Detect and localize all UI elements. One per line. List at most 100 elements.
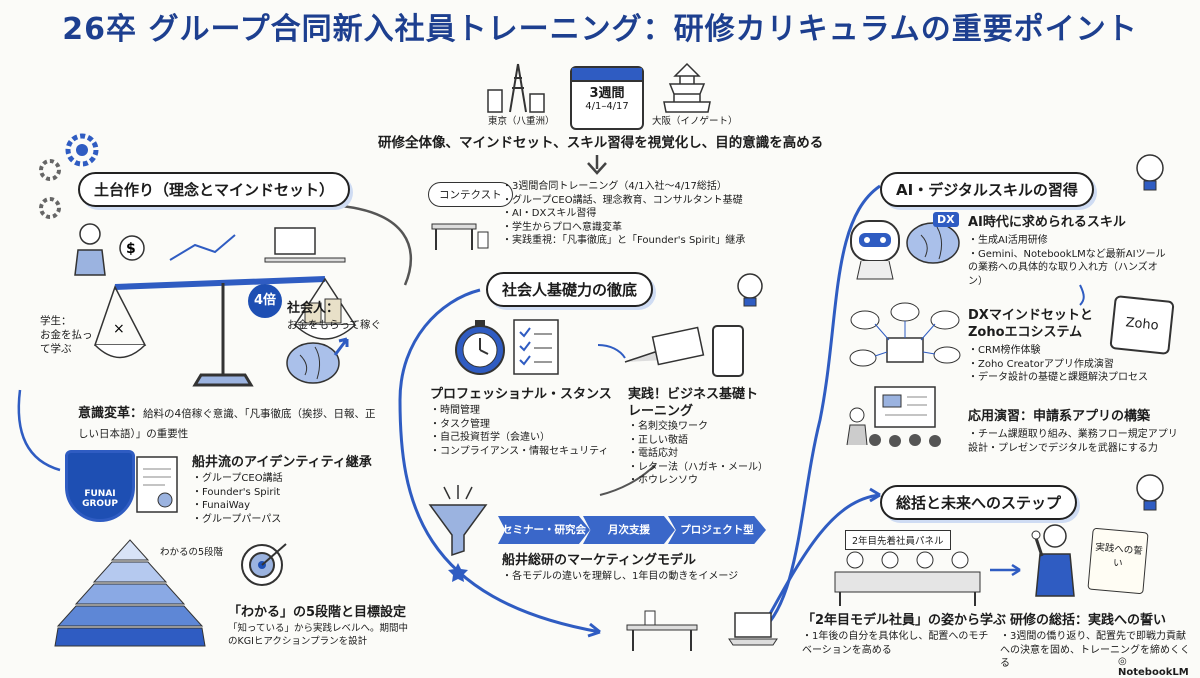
ai-header: AI・デジタルスキルの習得: [880, 172, 1094, 207]
weeks-label: 3週間: [589, 86, 625, 101]
footer-text: NotebookLM: [1118, 667, 1189, 678]
app-title: 応用演習：申請系アプリの構築: [968, 409, 1151, 424]
vow-person-icon: [1031, 524, 1075, 597]
panel-list: 1年後の自分を具体化し、配置へのモチベーションを高める: [802, 630, 992, 657]
identity-item: グループパーパス: [192, 513, 283, 527]
pro-item: タスク管理: [430, 418, 609, 432]
student-text: 学生： お金を払って学ぶ: [40, 315, 93, 355]
skills-title: AI時代に求められるスキル: [968, 215, 1126, 230]
osaka-label: 大阪（イノゲート）: [652, 116, 738, 127]
foundation-header: 土台作り（理念とマインドセット）: [78, 172, 351, 207]
skills-item: Gemini、NotebookLMなど最新AIツールの業務への具体的な取り入れ方…: [968, 248, 1168, 289]
stage-monthly: 月次支援: [583, 516, 675, 544]
mind-title: 意識変革：: [78, 406, 144, 421]
pro-item: 時間管理: [430, 404, 609, 418]
pyramid-icon: [54, 539, 206, 647]
panel-discussion-icon: [834, 551, 981, 606]
businessman-money-icon: $: [74, 223, 346, 276]
basics-header: 社会人基礎力の徹底: [486, 272, 654, 307]
identity-title: 船井流のアイデンティティ継承: [192, 455, 372, 470]
pro-item: 自己投資哲学（会違い）: [430, 431, 609, 445]
desk-laptop-icon: [626, 610, 778, 651]
vow-title: 研修の総括：実践への誓い: [1010, 613, 1167, 628]
robot-icon: [850, 220, 960, 280]
lightbulb-icon: [1136, 474, 1164, 511]
mkt-item: 各モデルの違いを理解し、1年目の動きをイメージ: [502, 570, 738, 584]
identity-item: グループCEO講話: [192, 472, 283, 486]
purpose-text: 研修全体像、マインドセット、スキル習得を視覚化し、目的意識を高める: [378, 135, 824, 151]
dates-label: 4/1–4/17: [585, 101, 629, 112]
biz-item: レター法（ハガキ・メール）: [628, 461, 768, 475]
stage-project: プロジェクト型: [668, 516, 766, 544]
four-times-badge: 4倍: [248, 284, 282, 318]
zoho-list: CRM榜作体験 Zoho Creatorアプリ作成演習 データ設計の基礎と課題解…: [968, 344, 1148, 385]
pro-list: 時間管理 タスク管理 自己投資哲学（会違い） コンプライアンス・情報セキュリティ: [430, 404, 609, 458]
mkt-list: 各モデルの違いを理解し、1年目の動きをイメージ: [502, 570, 738, 584]
wakaru-text: 「知っている」から実践レベルへ。期間中のKGIヒアクションプランを設計: [228, 623, 409, 647]
presentation-team-icon: [846, 386, 941, 447]
pro-title: プロフェッショナル・スタンス: [430, 387, 612, 402]
mkt-title: 船井総研のマーケティングモデル: [502, 553, 696, 568]
skills-list: 生成AI活用研修 Gemini、NotebookLMなど最新AIツールの業務への…: [968, 234, 1168, 288]
stopwatch-icon: [455, 320, 505, 375]
mind-text: 給料の4倍稼ぐ意識、「凡事徹底（挨拶、日報、正しい日本語）」の重要性: [78, 408, 376, 440]
biz-title: 実践！ビジネス基礎トレーニング: [628, 387, 759, 419]
zoho-item: Zoho Creatorアプリ作成演習: [968, 358, 1148, 372]
biz-item: 名刺交換ワーク: [628, 420, 768, 434]
page-title: 26卒 グループ合同新入社員トレーニング：研修カリキュラムの重要ポイント: [62, 12, 1138, 47]
funnel-icon: [428, 485, 488, 582]
biz-item: 電話応対: [628, 447, 768, 461]
business-card-icon: [624, 325, 744, 377]
balance-scale-icon: ×: [93, 276, 357, 387]
context-item: 3週間合同トレーニング（4/1入社〜4/17総括）: [502, 180, 745, 194]
zoho-title: DXマインドセットとZohoエコシステム: [968, 308, 1093, 340]
target-icon: [241, 543, 287, 586]
app-item: チーム課題取り組み、業務フロー規定アプリ設計・プレゼンでデジタルを武器にする力: [968, 428, 1178, 455]
context-item: 実践重視：「凡事徹底」と「Founder's Spirit」継承: [502, 234, 745, 248]
panel-sign: 2年目先着社員パネル: [845, 530, 951, 550]
biz-item: 正しい敬語: [628, 434, 768, 448]
panel-item: 1年後の自分を具体化し、配置へのモチベーションを高める: [802, 630, 992, 657]
checklist-icon: [513, 319, 559, 375]
vow-scroll: 実践への誓い: [1087, 527, 1149, 595]
biz-list: 名刺交換ワーク 正しい敬語 電話応対 レター法（ハガキ・メール） ホウレンソウ: [628, 420, 768, 488]
cloud-network-icon: [849, 302, 961, 367]
app-list: チーム課題取り組み、業務フロー規定アプリ設計・プレゼンでデジタルを武器にする力: [968, 428, 1178, 455]
certificate-icon: [136, 456, 178, 513]
funai-shield-icon: FUNAI GROUP: [65, 450, 135, 522]
biz-item: ホウレンソウ: [628, 474, 768, 488]
osaka-castle-icon: [663, 62, 711, 113]
tokyo-label: 東京（八重洲）: [488, 116, 555, 127]
panel-title: 「2年目モデル社員」の姿から学ぶ: [802, 613, 1007, 628]
zoho-item: データ設計の基礎と課題解決プロセス: [968, 371, 1148, 385]
vow-list: 3週間の僑り返り、配置先で即戦力貢献への決意を固め、トレーニングを締めくくる: [1000, 630, 1195, 671]
dx-badge: DX: [933, 212, 959, 227]
lightbulb-icon: [737, 273, 763, 307]
summary-header: 総括と未来へのステップ: [880, 485, 1078, 520]
desk-icon: [431, 223, 489, 250]
brain-icon: [286, 337, 349, 384]
worker-title: 社会人：: [287, 301, 340, 316]
identity-item: FunaiWay: [192, 499, 283, 513]
stage-seminar: セミナー・研究会: [498, 516, 590, 544]
svg-text:$: $: [126, 241, 136, 257]
identity-item: Founder's Spirit: [192, 486, 283, 500]
context-bubble: コンテクスト: [428, 182, 513, 207]
context-list: 3週間合同トレーニング（4/1入社〜4/17総括） グループCEO講話、理念教育…: [502, 180, 745, 248]
pro-item: コンプライアンス・情報セキュリティ: [430, 445, 609, 459]
tokyo-tower-icon: [487, 63, 545, 113]
context-item: 学生からプロへ意識変革: [502, 221, 745, 235]
identity-list: グループCEO講話 Founder's Spirit FunaiWay グループ…: [192, 472, 283, 526]
worker-text: お金をもらって稼ぐ: [287, 319, 381, 331]
vow-item: 3週間の僑り返り、配置先で即戦力貢献への決意を固め、トレーニングを締めくくる: [1000, 630, 1195, 671]
context-item: グループCEO講話、理念教育、コンサルタント基礎: [502, 194, 745, 208]
context-item: AI・DXスキル習得: [502, 207, 745, 221]
gear-icon: [39, 133, 99, 219]
wakaru-title: 「わかる」の5段階と目標設定: [228, 605, 407, 620]
svg-text:×: ×: [113, 321, 125, 337]
lightbulb-icon: [1136, 154, 1164, 191]
pyramid-label: わかるの5段階: [160, 547, 224, 558]
calendar-icon: 3週間 4/1–4/17: [570, 66, 644, 130]
skills-item: 生成AI活用研修: [968, 234, 1168, 248]
notebooklm-icon: ◎: [1118, 656, 1127, 667]
